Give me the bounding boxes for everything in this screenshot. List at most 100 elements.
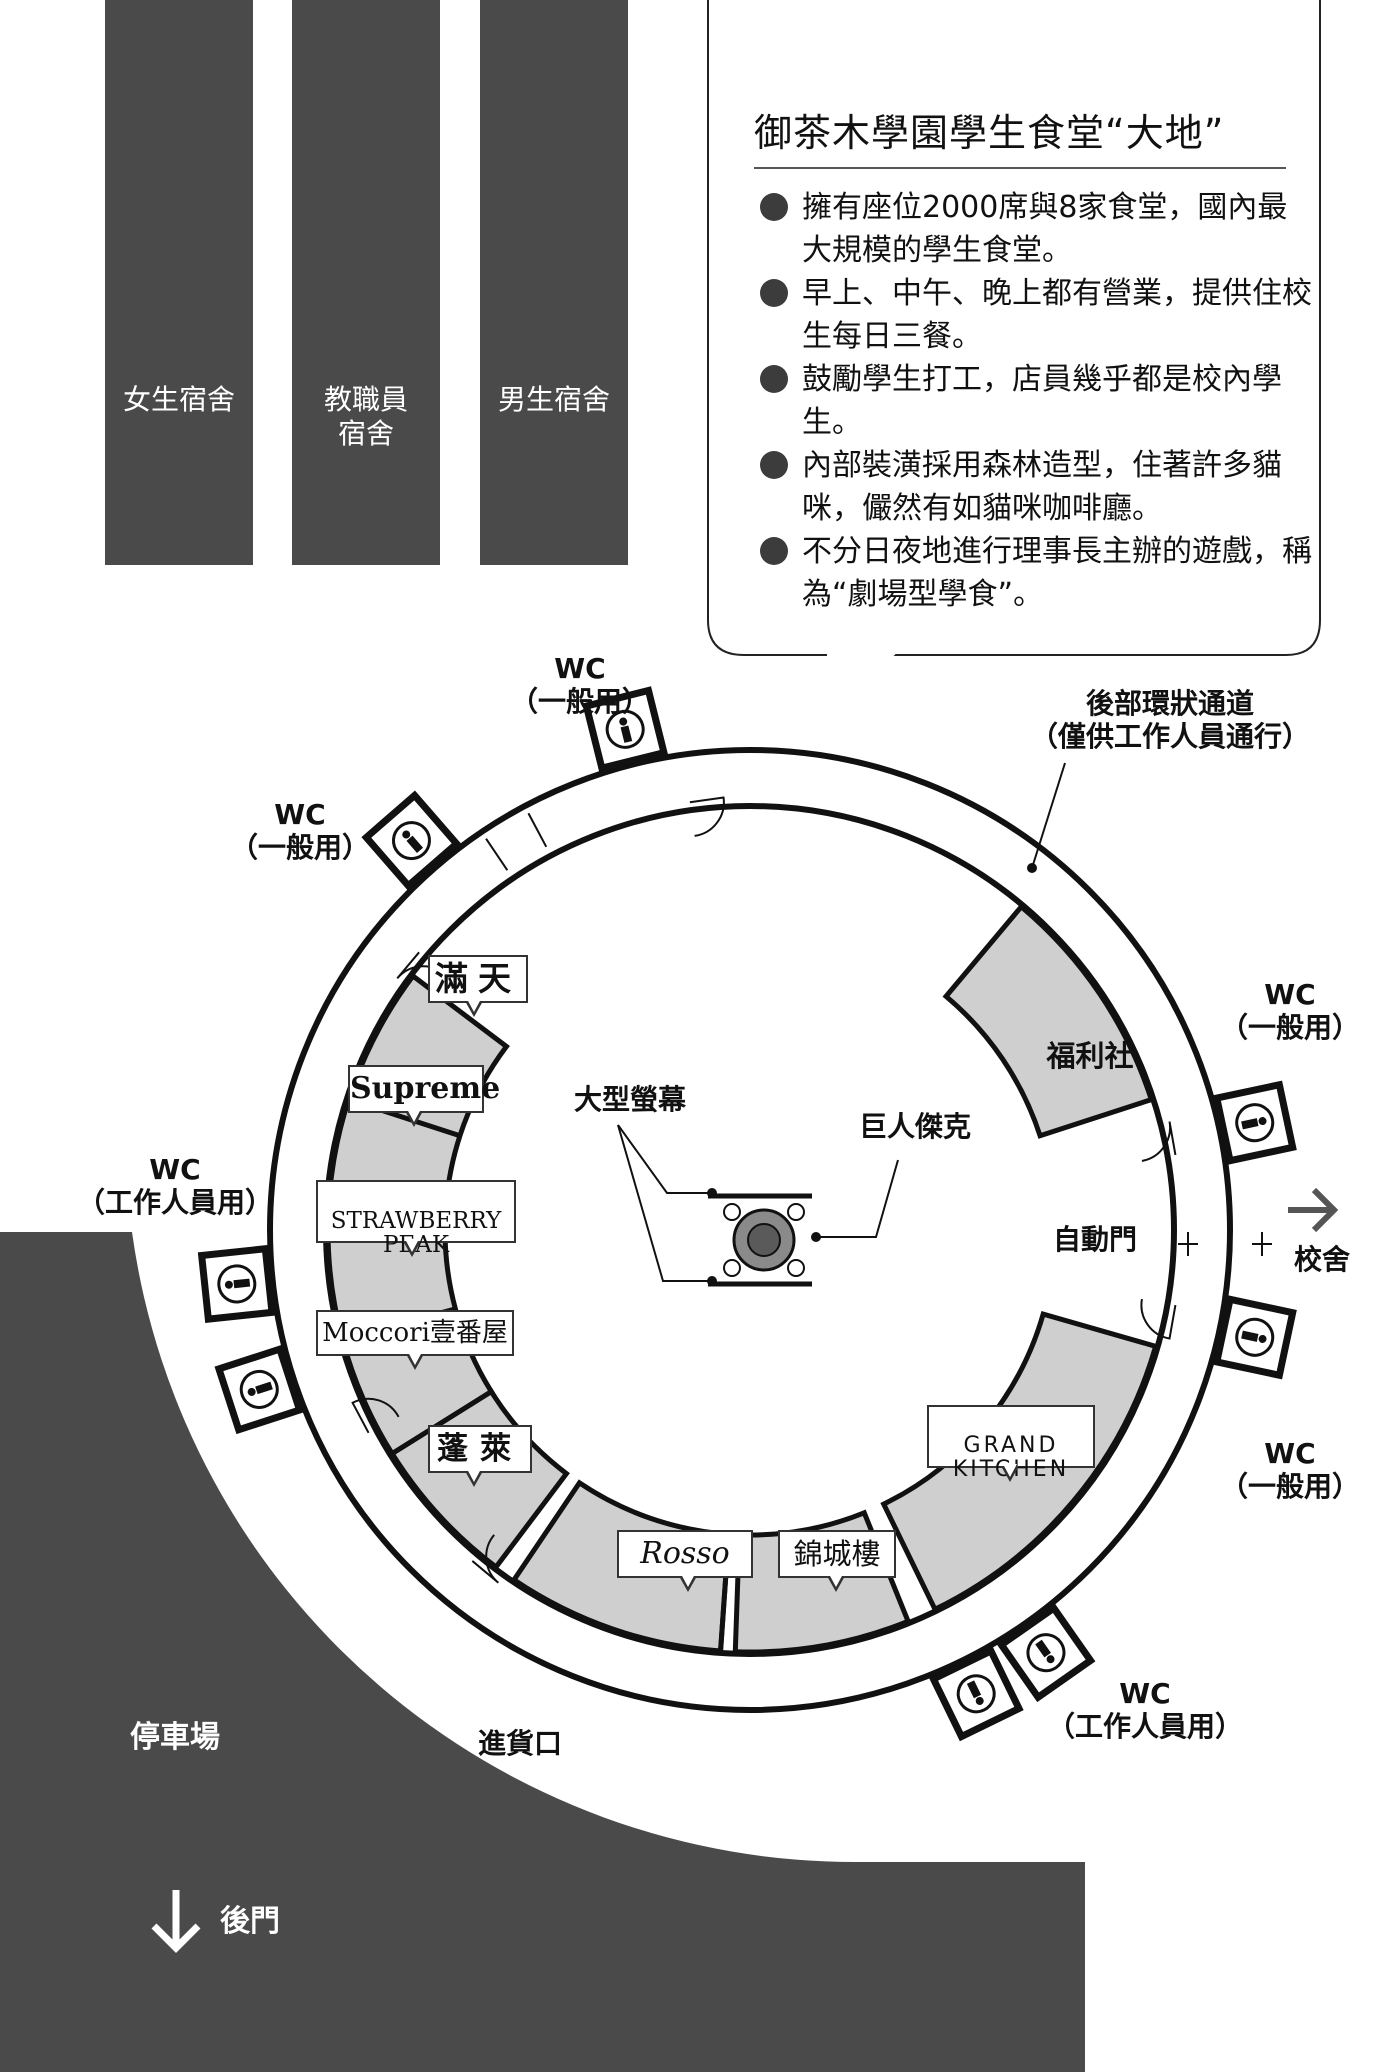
toilet-icon (966, 1680, 982, 1699)
door-icon (1141, 1121, 1177, 1162)
building-label: 女生宿舍 (122, 383, 235, 416)
toilet-icon (975, 1696, 984, 1705)
sign-pointer (465, 1469, 483, 1487)
toilet-icon (1035, 1639, 1051, 1658)
building-staff-dorm: 教職員 宿舍 (292, 0, 440, 565)
shop-mantian: 滿天 (428, 955, 528, 1017)
shop-rosso: Rosso (617, 1530, 753, 1592)
wc-room (928, 1646, 1024, 1742)
toilet-icon (1258, 1334, 1267, 1343)
toilet-icon (233, 1278, 251, 1289)
shop-penglai: 蓬萊 (428, 1425, 532, 1487)
statue-leaf (787, 1203, 805, 1221)
door-icon (471, 1534, 500, 1584)
info-divider (754, 167, 1286, 169)
info-list: 擁有座位2000席與8家食堂，國內最大規模的學生食堂。 早上、中午、晚上都有營業… (758, 186, 1313, 616)
leader-big-screen (617, 1124, 712, 1194)
corridor-tick (527, 812, 548, 848)
wc-room (361, 790, 462, 891)
sign-pointer (827, 1574, 845, 1592)
wc-room (214, 1344, 304, 1435)
door-icon (351, 1397, 400, 1434)
doors (351, 796, 1272, 1584)
info-bubble: 御茶木學園學生食堂“大地” 擁有座位2000席與8家食堂，國內最大規模的學生食堂… (706, 0, 1326, 656)
shop-grand-kitchen: GRAND KITCHEN (927, 1405, 1095, 1482)
building-label: 教職員 宿舍 (323, 383, 408, 450)
label-school-building: 校舍 (1293, 1243, 1350, 1276)
corridor-tick (485, 838, 509, 871)
door-icon (351, 1397, 400, 1434)
building-girls-dorm: 女生宿舍 (105, 0, 253, 565)
leader-big-screen (617, 1124, 712, 1282)
sign-pointer (465, 999, 483, 1017)
bullet-icon (760, 451, 788, 479)
wc-room (582, 686, 669, 773)
label-back-corridor: 後部環狀通道 （僅供工作人員通行） (1029, 687, 1310, 753)
shop-jincheng: 錦城樓 (778, 1530, 896, 1592)
label-wc-right-lower: WC （一般用） (1219, 1437, 1360, 1503)
giant-statue-icon (747, 1223, 781, 1257)
info-item: 不分日夜地進行理事長主辦的遊戲，稱為“劇場型學食”。 (758, 530, 1313, 616)
wc-room (197, 1244, 276, 1323)
leader-back-corridor (1031, 762, 1066, 869)
sign-pointer (1001, 1464, 1019, 1482)
outer-wall (267, 747, 1233, 1713)
toilet-icon (620, 725, 633, 743)
label-loading-dock: 進貨口 (477, 1727, 562, 1760)
sign-pointer (406, 1352, 424, 1370)
shop-area (942, 903, 1155, 1139)
label-parking: 停車場 (130, 1720, 220, 1755)
center-statue (708, 1193, 812, 1287)
statue-leaf (723, 1259, 741, 1277)
label-back-gate: 後門 (220, 1904, 280, 1939)
info-item: 鼓勵學生打工，店員幾乎都是校內學生。 (758, 358, 1313, 444)
leader-lines (617, 762, 1066, 1286)
label-store-right: 福利社 (1046, 1039, 1134, 1073)
label-wc-bottom-staff: WC （工作人員用） (1046, 1677, 1243, 1743)
label-big-screen: 大型螢幕 (573, 1083, 686, 1116)
wc-room (1212, 1295, 1297, 1380)
building-boys-dorm: 男生宿舍 (480, 0, 628, 565)
leader-giant-jack-dot (811, 1232, 821, 1242)
wc-rooms (197, 686, 1297, 1742)
leader-big-screen-dot (707, 1276, 717, 1286)
door-icon (689, 796, 725, 837)
toilet-icon (619, 717, 628, 726)
building-label: 男生宿舍 (497, 383, 610, 416)
arrow-down-icon (151, 1890, 201, 1953)
sign-pointer (679, 1574, 697, 1592)
toilet-icon (1241, 1330, 1259, 1342)
door-icon (1140, 1298, 1177, 1340)
label-wc-left-staff: WC （工作人員用） (76, 1153, 273, 1219)
bubble-shape (707, 0, 1321, 656)
wc-room (996, 1603, 1096, 1703)
info-title: 御茶木學園學生食堂“大地” (754, 111, 1225, 155)
bullet-icon (760, 365, 788, 393)
label-auto-door: 自動門 (1052, 1223, 1137, 1256)
parking-ground (0, 1232, 1085, 2072)
leader-back-corridor-dot (1027, 863, 1037, 873)
bullet-icon (760, 537, 788, 565)
door-icon (1140, 1298, 1177, 1340)
info-item: 內部裝潢採用森林造型，住著許多貓咪，儼然有如貓咪咖啡廳。 (758, 444, 1313, 530)
arrows (151, 1187, 1339, 1953)
leader-big-screen-dot (707, 1188, 717, 1198)
door-icon (1141, 1121, 1177, 1162)
sign-pointer (405, 1109, 423, 1127)
leader-giant-jack (816, 1159, 899, 1238)
toilet-icon (1046, 1655, 1055, 1664)
toilet-icon (406, 835, 424, 854)
arrow-right-icon (1288, 1187, 1339, 1233)
info-item: 擁有座位2000席與8家食堂，國內最大規模的學生食堂。 (758, 186, 1313, 272)
statue-leaf (723, 1203, 741, 1221)
toilet-icon (224, 1280, 233, 1289)
door-icon (471, 1534, 500, 1584)
toilet-icon (402, 830, 411, 839)
toilet-icon (255, 1381, 273, 1395)
shop-supreme: Supreme (348, 1065, 500, 1127)
toilet-icon (1258, 1117, 1267, 1126)
wc-room (1212, 1080, 1297, 1165)
statue-leaf (787, 1259, 805, 1277)
label-giant-jack: 巨人傑克 (858, 1110, 971, 1143)
label-wc-right-upper: WC （一般用） (1219, 978, 1360, 1044)
